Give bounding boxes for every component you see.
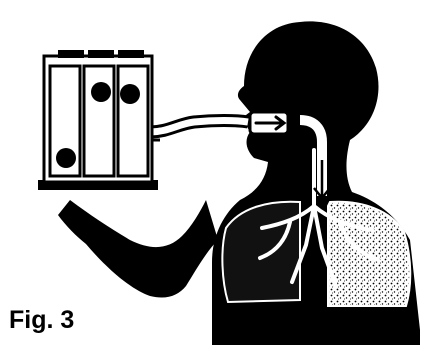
spirometer-device	[38, 50, 160, 190]
figure-caption: Fig. 3	[9, 306, 74, 335]
